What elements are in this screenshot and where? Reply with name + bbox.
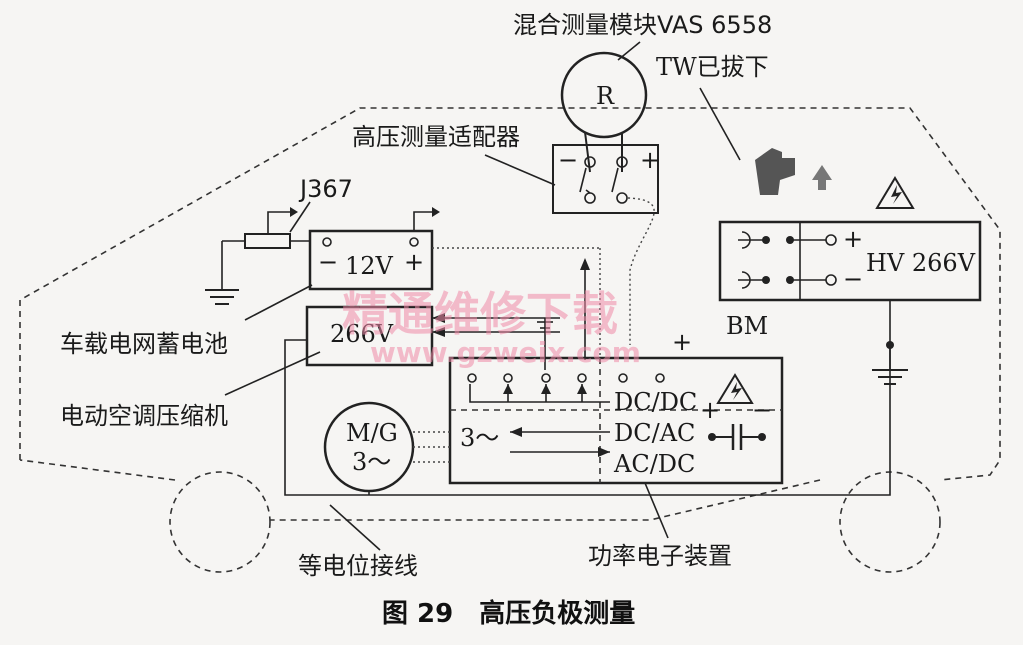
battery-leader xyxy=(244,284,313,321)
j367-label: J367 xyxy=(298,175,353,203)
compressor-box xyxy=(305,305,434,367)
pe-dcdc: DC/DC xyxy=(614,388,697,416)
front-wheel xyxy=(169,471,271,573)
tw-label: TW已拔下 xyxy=(656,53,769,81)
vas-meter-r: R xyxy=(596,82,615,110)
hv-battery-box xyxy=(718,220,982,302)
battery-12v-value: 12V xyxy=(345,252,394,280)
equipotential-label: 等电位接线 xyxy=(298,552,418,580)
power-electronics-label: 功率电子装置 xyxy=(588,542,732,570)
figure-caption: 图 29 高压负极测量 xyxy=(382,598,635,629)
pe-leader xyxy=(644,482,669,539)
vas-meter-circle xyxy=(560,51,648,139)
tw-connector-icon xyxy=(755,148,832,195)
pe-dcac: DC/AC xyxy=(614,419,695,447)
mg-top: M/G xyxy=(346,419,398,447)
watermark-url: www.gzweix.com xyxy=(370,336,641,369)
hv-warning-icon xyxy=(716,373,754,404)
adapter-leader xyxy=(484,154,556,186)
power-electronics-box xyxy=(448,356,784,485)
hv-adapter-box xyxy=(552,144,659,214)
adapter-label: 高压测量适配器 xyxy=(352,123,520,151)
tw-leader xyxy=(699,87,741,161)
svg-text:+: + xyxy=(843,225,863,253)
adapter-minus: − xyxy=(558,146,578,174)
hv-contactors xyxy=(738,231,837,289)
j367-resistor xyxy=(244,233,291,249)
pe-acdc: AC/DC xyxy=(613,450,695,478)
adapter-plus: + xyxy=(640,146,660,174)
pe-plus-top: + xyxy=(672,328,692,356)
vas-label: 混合测量模块VAS 6558 xyxy=(513,11,772,39)
battery-label: 车载电网蓄电池 xyxy=(60,330,228,358)
svg-text:−: − xyxy=(843,265,863,293)
pe-three-phase: 3～ xyxy=(460,424,499,452)
compressor-label: 电动空调压缩机 xyxy=(60,402,228,430)
hv-warning-icon-battery xyxy=(875,176,915,209)
compressor-value: 266V xyxy=(330,320,394,348)
meter-wire-left xyxy=(584,131,591,173)
compressor-leader xyxy=(224,351,321,396)
equipotential-leader xyxy=(329,504,381,551)
watermark-main: 精通维修下载 xyxy=(342,287,618,341)
adapter-cable xyxy=(627,197,655,345)
car-body-outline xyxy=(19,107,1001,521)
hv-battery-value: HV 266V xyxy=(866,249,976,277)
bm-label: BM xyxy=(726,312,768,340)
svg-text:−: − xyxy=(318,248,338,276)
capacitor-icon: + − xyxy=(700,396,772,450)
svg-text:−: − xyxy=(752,396,772,424)
pe-terminals xyxy=(467,373,665,383)
motor-generator-circle xyxy=(323,401,415,493)
battery-12v-box xyxy=(308,229,434,291)
mg-bottom: 3～ xyxy=(352,448,391,476)
vas-leader xyxy=(617,41,641,61)
svg-text:+: + xyxy=(700,396,720,424)
svg-text:+: + xyxy=(404,248,424,276)
